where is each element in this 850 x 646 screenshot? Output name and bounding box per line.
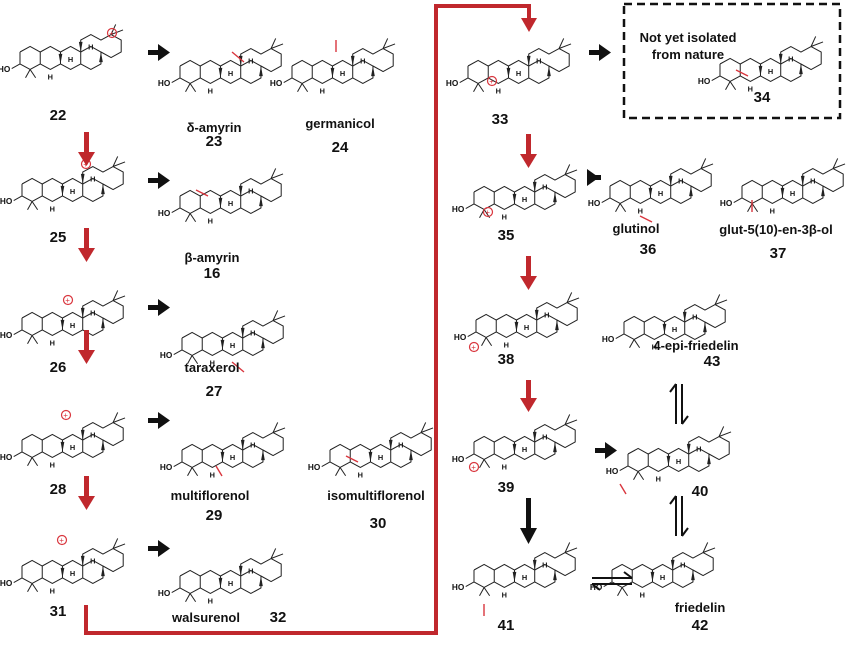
red-pathway-arrows-left <box>78 132 95 510</box>
compound-number-34: 34 <box>753 89 771 106</box>
compound-name-43: 4-epi-friedelin <box>653 338 739 353</box>
38-cation-icon <box>468 341 480 353</box>
structure-37 <box>719 157 846 217</box>
double-bond-highlight <box>215 465 223 477</box>
compound-number-27: 27 <box>205 383 223 400</box>
not-isolated-note: Not yet isolated from nature <box>639 30 737 62</box>
33-cation-icon <box>486 75 498 87</box>
compound-number-26: 26 <box>49 359 67 376</box>
compound-number-22: 22 <box>49 107 67 124</box>
compound-number-36: 36 <box>639 241 657 258</box>
compound-number-23: 23 <box>205 133 223 150</box>
compound-number-29: 29 <box>205 507 223 524</box>
compound-number-33: 33 <box>491 111 509 128</box>
compound-number-43: 43 <box>703 353 721 370</box>
28-cation-icon <box>60 409 72 421</box>
structure-30 <box>307 421 434 481</box>
double-bond-highlight <box>231 361 245 373</box>
not-isolated-box <box>622 2 842 120</box>
compound-name-37: glut-5(10)-en-3β-ol <box>719 222 833 237</box>
31-cation-plus-icon: + <box>59 536 64 545</box>
35-cation-icon <box>482 206 494 218</box>
25-cation-plus-icon: + <box>83 160 88 169</box>
red-connector-path <box>84 4 537 635</box>
compound-name-29: multiflorenol <box>170 488 250 503</box>
compound-number-28: 28 <box>49 481 67 498</box>
compound-number-25: 25 <box>49 229 67 246</box>
red-pathway-arrows-right <box>520 134 537 412</box>
structure-32 <box>157 547 284 607</box>
compound-name-36: glutinol <box>612 221 660 236</box>
equilibrium-arrows <box>591 383 689 591</box>
double-bond-highlight <box>345 455 359 463</box>
structure-41 <box>451 541 578 601</box>
double-bond-highlight <box>735 69 749 77</box>
26-cation-icon <box>62 294 74 306</box>
double-bond-highlight <box>639 215 653 223</box>
35-cation-plus-icon: + <box>485 208 490 217</box>
structure-28 <box>0 411 126 471</box>
33-cation-plus-icon: + <box>489 77 494 86</box>
structure-22 <box>0 23 124 83</box>
structure-31 <box>0 537 126 597</box>
compound-number-41: 41 <box>497 617 515 634</box>
structure-23 <box>157 37 284 97</box>
structure-25 <box>0 155 126 215</box>
structure-42 <box>589 541 716 601</box>
compound-name-30: isomultiflorenol <box>327 488 425 503</box>
26-cation-plus-icon: + <box>65 296 70 305</box>
structure-38 <box>453 291 580 351</box>
double-bond-highlight <box>619 483 627 495</box>
structure-33 <box>445 37 572 97</box>
compound-name-32: walsurenol <box>172 610 240 625</box>
structure-29 <box>159 421 286 481</box>
compound-number-42: 42 <box>691 617 709 634</box>
38-cation-plus-icon: + <box>471 343 476 352</box>
compound-name-23: δ-amyrin <box>186 120 242 135</box>
compound-name-16: β-amyrin <box>184 250 240 265</box>
compound-name-42: friedelin <box>674 600 726 615</box>
double-bond-highlight <box>231 51 245 63</box>
black-product-arrows <box>148 44 617 557</box>
compound-number-39: 39 <box>497 479 515 496</box>
39-cation-icon <box>468 461 480 473</box>
structure-16 <box>157 167 284 227</box>
31-cation-icon <box>56 534 68 546</box>
compound-number-16: 16 <box>203 265 221 282</box>
28-cation-plus-icon: + <box>63 411 68 420</box>
22-cation-icon <box>106 27 118 39</box>
compound-number-40: 40 <box>691 483 709 500</box>
compound-name-27: taraxerol <box>184 360 240 375</box>
double-bond-highlight <box>195 189 209 197</box>
structure-24 <box>269 37 396 97</box>
22-cation-plus-icon: + <box>109 29 114 38</box>
structure-26 <box>0 289 126 349</box>
compound-number-30: 30 <box>369 515 387 532</box>
compound-number-31: 31 <box>49 603 67 620</box>
39-cation-plus-icon: + <box>471 463 476 472</box>
structure-36 <box>587 157 714 217</box>
structure-40 <box>605 425 732 485</box>
compound-number-32: 32 <box>269 609 287 626</box>
compound-number-37: 37 <box>769 245 787 262</box>
compound-number-38: 38 <box>497 351 515 368</box>
compound-name-24: germanicol <box>305 116 375 131</box>
structure-35 <box>451 163 578 223</box>
compound-number-24: 24 <box>331 139 349 156</box>
compound-number-35: 35 <box>497 227 515 244</box>
